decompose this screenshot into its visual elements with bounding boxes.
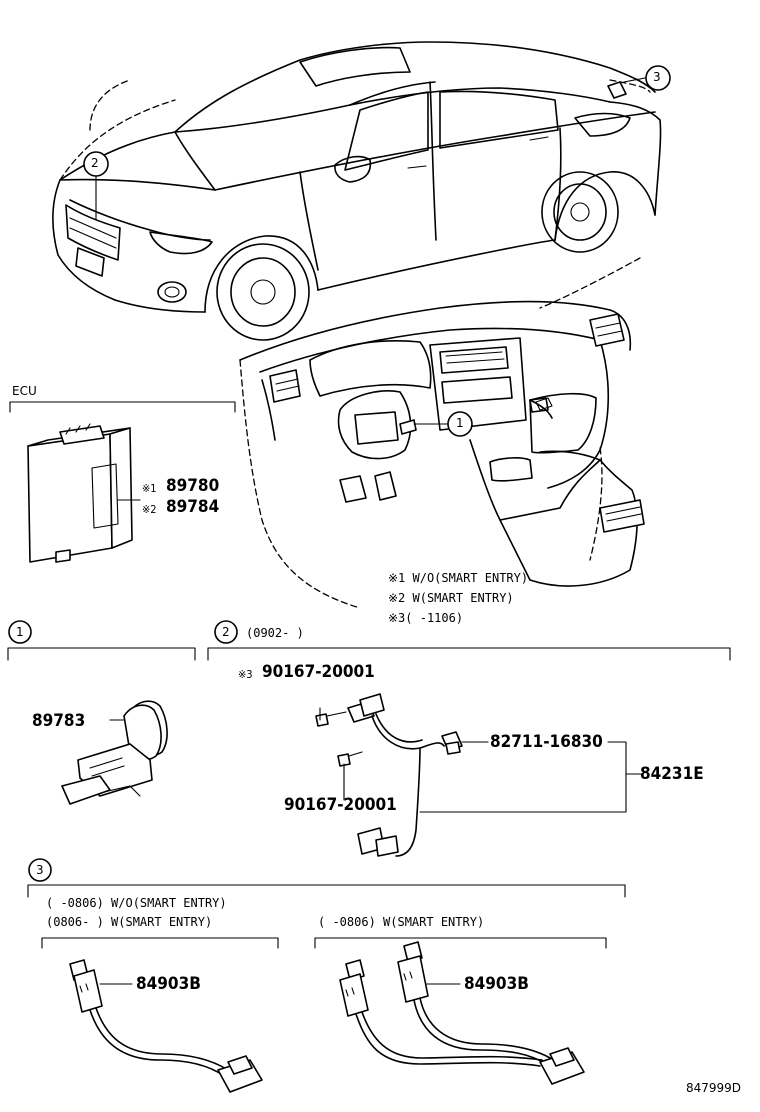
part-84231e: 84231E bbox=[640, 764, 704, 784]
callout-3-car: 3 bbox=[653, 70, 661, 84]
part-90167-20001-top: 90167-20001 bbox=[262, 662, 375, 682]
car-illustration bbox=[52, 41, 662, 341]
harness-84231e-illustration bbox=[315, 693, 643, 857]
bolt-note-mark: ※3 bbox=[238, 668, 253, 681]
note-3: ※3( -1106) bbox=[388, 611, 464, 625]
part-84903b-left: 84903B bbox=[136, 974, 201, 994]
section-2-date: (0902- ) bbox=[246, 626, 304, 640]
part-90167-20001-bottom: 90167-20001 bbox=[284, 795, 397, 815]
section-1-number: 1 bbox=[16, 625, 24, 639]
section-3-line-1: ( -0806) W/O(SMART ENTRY) bbox=[46, 896, 227, 910]
callout-circles bbox=[8, 65, 671, 882]
note-2: ※2 W(SMART ENTRY) bbox=[388, 591, 514, 605]
ecu-part-89780: 89780 bbox=[166, 476, 220, 496]
callout-1-dash: 1 bbox=[456, 416, 464, 430]
dashboard-illustration bbox=[239, 257, 645, 609]
ecu-illustration bbox=[9, 401, 236, 563]
section-3-line-2: (0806- ) W(SMART ENTRY) bbox=[46, 915, 213, 929]
callout-2-car: 2 bbox=[91, 156, 99, 170]
ecu-note2-mark: ※2 bbox=[142, 503, 157, 516]
part-82711-16830: 82711-16830 bbox=[490, 732, 603, 752]
antenna-84903b-illustrations bbox=[69, 941, 585, 1093]
section-2-number: 2 bbox=[222, 625, 230, 639]
section-3-line-3: ( -0806) W(SMART ENTRY) bbox=[318, 915, 485, 929]
drawing-code: 847999D bbox=[686, 1081, 742, 1095]
part-84903b-right: 84903B bbox=[464, 974, 529, 994]
ecu-part-89784: 89784 bbox=[166, 497, 220, 517]
section-3-number: 3 bbox=[36, 863, 44, 877]
section-brackets bbox=[7, 647, 731, 949]
ecu-title: ECU bbox=[12, 384, 37, 398]
note-1: ※1 W/O(SMART ENTRY) bbox=[388, 571, 529, 585]
part-89783: 89783 bbox=[32, 711, 86, 731]
part-89783-illustration bbox=[61, 700, 168, 805]
car-callout-leaders bbox=[95, 77, 646, 221]
ecu-note1-mark: ※1 bbox=[142, 482, 157, 495]
